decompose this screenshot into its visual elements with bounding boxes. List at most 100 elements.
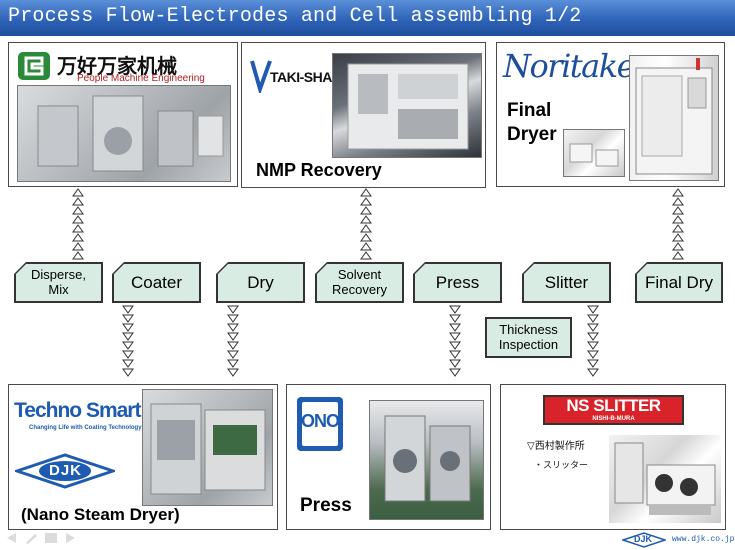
chevron-down-icon — [449, 323, 461, 332]
title-bar: Process Flow-Electrodes and Cell assembl… — [0, 0, 735, 36]
chevron-down-icon — [587, 323, 599, 332]
flow-arrow-down-dry — [227, 305, 239, 377]
flow-arrow-up-final-dry — [672, 188, 684, 260]
chevron-down-icon — [449, 332, 461, 341]
chevron-down-icon — [227, 332, 239, 341]
press-machine-photo — [369, 400, 484, 520]
tray-photo — [563, 129, 625, 177]
nmp-recovery-photo — [332, 53, 482, 158]
panel-final-dryer: Noritake Final Dryer — [496, 42, 725, 187]
step-press: Press — [414, 263, 501, 302]
chevron-down-icon — [449, 368, 461, 377]
chevron-up-icon — [672, 224, 684, 233]
company-name-en: People Machine Engineering — [77, 73, 205, 84]
techno-smart-tagline: Changing Life with Coating Technology — [29, 425, 142, 431]
step-press-label: Press — [435, 272, 480, 292]
chevron-up-icon — [72, 188, 84, 197]
footer-url: www.djk.co.jp — [672, 535, 735, 544]
chevron-down-icon — [122, 341, 134, 350]
chevron-up-icon — [360, 233, 372, 242]
pen-icon[interactable] — [24, 531, 38, 544]
chevron-down-icon — [587, 332, 599, 341]
footer-djk-logo-icon — [622, 532, 666, 548]
ono-logo-icon — [297, 397, 343, 451]
step-disperse-mix-line1: Disperse, — [31, 266, 86, 282]
ns-slitter-logo-sub: NISHI-B-MURA — [592, 416, 635, 422]
step-solvent-recovery: Solvent Recovery — [316, 263, 403, 302]
chevron-down-icon — [227, 314, 239, 323]
slitter-machine-photo — [609, 435, 721, 523]
djk-logo-text: DJK — [49, 462, 83, 479]
step-thickness-inspection: Thickness Inspection — [486, 318, 571, 357]
chevron-up-icon — [672, 206, 684, 215]
page-title: Process Flow-Electrodes and Cell assembl… — [8, 5, 582, 28]
nmp-recovery-caption: NMP Recovery — [256, 160, 382, 180]
noritake-logo-text: Noritake — [503, 47, 636, 85]
nano-steam-dryer-photo — [142, 389, 273, 506]
final-dryer-caption-line2: Dryer — [507, 124, 557, 145]
chevron-down-icon — [449, 359, 461, 368]
step-dry-label: Dry — [247, 272, 274, 292]
step-solvent-recovery-line2: Recovery — [332, 281, 387, 297]
chevron-up-icon — [72, 224, 84, 233]
chevron-up-icon — [360, 215, 372, 224]
chevron-up-icon — [72, 215, 84, 224]
step-disperse-mix-line2: Mix — [48, 281, 69, 297]
djk-logo-icon — [15, 453, 115, 489]
ns-slitter-logo: NS SLITTER NISHI-B-MURA — [543, 395, 684, 425]
chevron-up-icon — [360, 206, 372, 215]
chevron-up-icon — [72, 197, 84, 206]
ono-logo-text: ONO — [301, 411, 340, 431]
step-slitter-label: Slitter — [544, 272, 589, 292]
chevron-up-icon — [672, 197, 684, 206]
nano-steam-dryer-caption: (Nano Steam Dryer) — [21, 505, 180, 524]
flow-arrow-down-press — [449, 305, 461, 377]
step-thickness-line2: Inspection — [498, 336, 559, 352]
chevron-down-icon — [122, 350, 134, 359]
chevron-down-icon — [449, 341, 461, 350]
step-coater: Coater — [113, 263, 200, 302]
chevron-down-icon — [227, 359, 239, 368]
chevron-down-icon — [122, 314, 134, 323]
chevron-up-icon — [72, 242, 84, 251]
chevron-down-icon — [122, 323, 134, 332]
chevron-down-icon — [122, 332, 134, 341]
panel-press: ONO Press — [286, 384, 491, 530]
chevron-up-icon — [672, 233, 684, 242]
footer-djk-logo-text: DJK — [634, 534, 653, 544]
step-final-dry-label: Final Dry — [644, 272, 713, 292]
chevron-up-icon — [72, 233, 84, 242]
step-solvent-recovery-line1: Solvent — [337, 266, 382, 282]
final-dryer-photo — [629, 55, 719, 181]
step-disperse-mix: Disperse, Mix — [15, 263, 102, 302]
chevron-down-icon — [122, 305, 134, 314]
chevron-up-icon — [672, 215, 684, 224]
chevron-up-icon — [360, 242, 372, 251]
ns-slitter-logo-text: NS SLITTER — [566, 396, 661, 415]
panel-people-machine: 万好万家机械 People Machine Engineering — [8, 42, 238, 187]
menu-icon[interactable] — [44, 531, 58, 543]
chevron-up-icon — [360, 188, 372, 197]
chevron-down-icon — [587, 314, 599, 323]
final-dryer-caption-line1: Final — [507, 100, 552, 121]
chevron-down-icon — [449, 350, 461, 359]
chevron-up-icon — [360, 197, 372, 206]
chevron-up-icon — [72, 251, 84, 260]
prev-slide-icon[interactable] — [4, 531, 18, 543]
panel-nano-steam-dryer: Techno Smart Changing Life with Coating … — [8, 384, 278, 530]
chevron-down-icon — [227, 305, 239, 314]
slide-nav-icons[interactable] — [4, 531, 78, 544]
chevron-down-icon — [227, 341, 239, 350]
chevron-down-icon — [449, 314, 461, 323]
flow-arrow-down-slitter — [587, 305, 599, 377]
chevron-down-icon — [587, 368, 599, 377]
people-machine-logo-icon — [18, 52, 50, 80]
flow-arrow-up-solvent — [360, 188, 372, 260]
takisha-logo-icon — [250, 60, 272, 93]
panel-slitter: NS SLITTER NISHI-B-MURA ▽西村製作所 ・スリッター — [500, 384, 726, 530]
chevron-down-icon — [227, 368, 239, 377]
slitter-product-name: ・スリッター — [534, 461, 589, 471]
chevron-down-icon — [227, 323, 239, 332]
chevron-up-icon — [672, 251, 684, 260]
next-slide-icon[interactable] — [64, 531, 78, 543]
